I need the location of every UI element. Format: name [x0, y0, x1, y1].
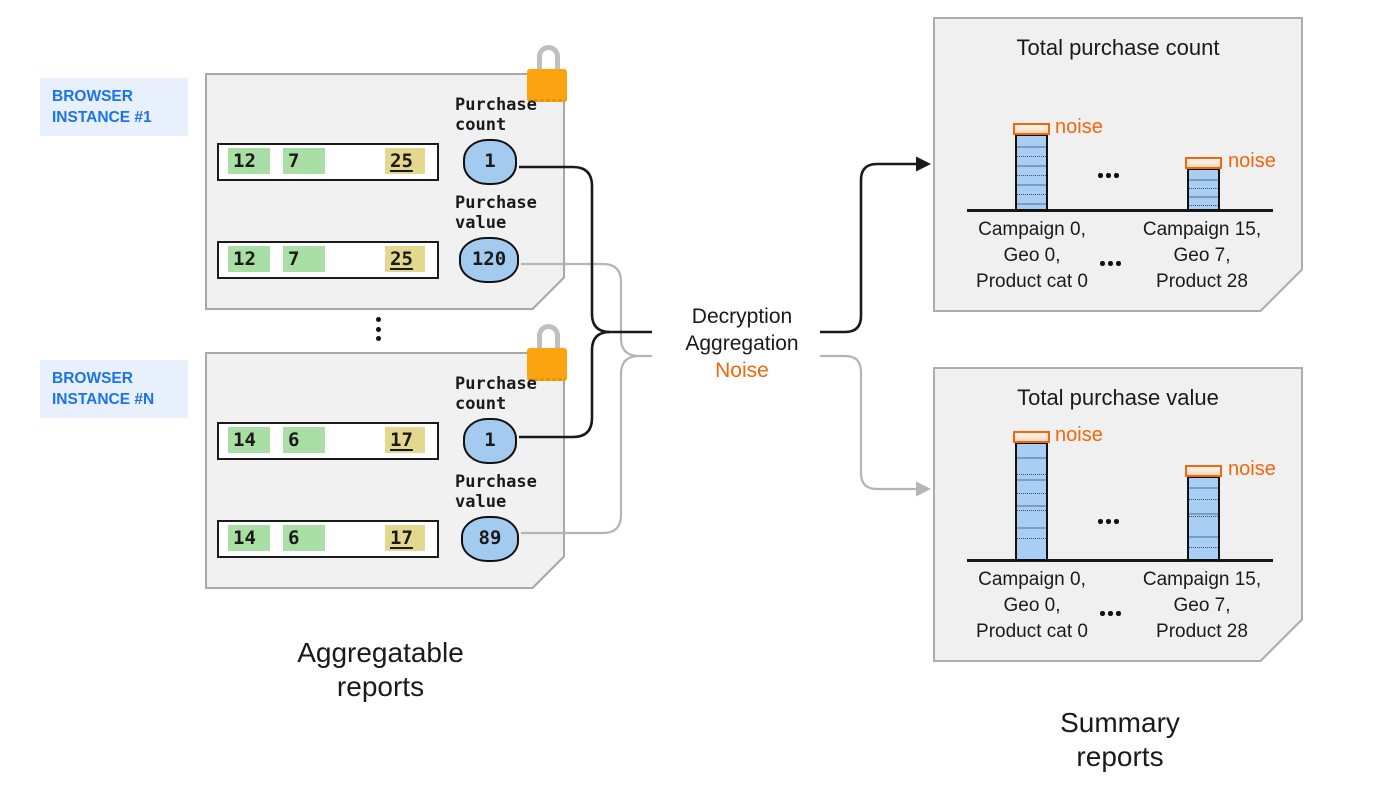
category-label: Campaign 0, Geo 0, Product cat 0 — [976, 569, 1088, 642]
purchase-value-value: 120 — [459, 237, 519, 283]
noise-annotation: noise — [1055, 424, 1103, 446]
bucket-cell-highlight: 25 — [385, 246, 425, 272]
step-noise: Noise — [715, 359, 769, 382]
summary-reports-caption: Summary reports — [1060, 707, 1180, 772]
padlock-shackle — [537, 324, 560, 351]
noise-annotation: noise — [1228, 458, 1276, 480]
purchase-count-label: Purchase count — [455, 95, 537, 135]
bucket-cell-highlight: 25 — [385, 148, 425, 174]
ellipsis-vertical-icon — [376, 317, 381, 341]
purchase-value-value: 89 — [461, 516, 519, 562]
browser-instance-1-label: BROWSER INSTANCE #1 — [40, 78, 188, 136]
purchase-count-label: Purchase count — [455, 374, 537, 414]
ellipsis-horizontal-icon — [1100, 261, 1121, 266]
aggregatable-report-box-1: Purchase count 12 7 25 1 Purchase value … — [205, 45, 567, 310]
aggregatable-report-box-n: Purchase count 14 6 17 1 Purchase value … — [205, 324, 567, 589]
bucket-cell: 6 — [283, 427, 325, 453]
bucket-cell: 14 — [228, 427, 270, 453]
bucket-cell: 6 — [283, 525, 325, 551]
bucket-cell-highlight: 17 — [385, 525, 425, 551]
histogram-row: 12 7 25 — [217, 241, 439, 279]
histogram-row: 14 6 17 — [217, 520, 439, 558]
bar-campaign-15 — [1187, 168, 1220, 211]
histogram-row: 12 7 25 — [217, 143, 439, 181]
category-label: Campaign 15, Geo 7, Product 28 — [1142, 219, 1262, 292]
noise-cap — [1185, 157, 1222, 169]
bucket-cell-highlight: 17 — [385, 427, 425, 453]
noise-cap — [1013, 123, 1050, 135]
bar-campaign-0 — [1015, 134, 1048, 211]
padlock-icon — [527, 45, 571, 109]
x-axis — [967, 559, 1273, 562]
ellipsis-horizontal-icon — [1098, 519, 1119, 524]
category-label: Campaign 0, Geo 0, Product cat 0 — [976, 219, 1088, 292]
process-steps: Decryption Aggregation Noise — [658, 303, 826, 384]
bucket-cell: 7 — [283, 148, 325, 174]
summary-report-count-box: Total purchase count noise noise Campaig… — [933, 17, 1303, 312]
noise-annotation: noise — [1055, 116, 1103, 138]
browser-instance-n-label: BROWSER INSTANCE #N — [40, 360, 188, 418]
step-decryption: Decryption — [691, 305, 793, 328]
histogram-row: 14 6 17 — [217, 422, 439, 460]
category-label: Campaign 15, Geo 7, Product 28 — [1142, 569, 1262, 642]
bucket-cell: 12 — [228, 148, 270, 174]
gray-arrowhead-icon — [916, 481, 931, 497]
noise-annotation: noise — [1228, 150, 1276, 172]
black-arrowhead-icon — [916, 156, 931, 172]
noise-cap — [1185, 465, 1222, 477]
padlock-body — [527, 69, 567, 102]
bar-campaign-15 — [1187, 476, 1220, 561]
noise-cap — [1013, 431, 1050, 443]
padlock-shackle — [537, 45, 560, 72]
chart-title: Total purchase value — [1017, 385, 1219, 410]
purchase-count-value: 1 — [463, 139, 517, 185]
step-aggregation: Aggregation — [685, 332, 799, 355]
purchase-count-value: 1 — [463, 418, 517, 464]
bar-campaign-0 — [1015, 442, 1048, 561]
purchase-value-label: Purchase value — [455, 472, 537, 512]
ellipsis-horizontal-icon — [1098, 173, 1119, 178]
bucket-cell: 12 — [228, 246, 270, 272]
summary-report-value-box: Total purchase value noise noise Campaig… — [933, 367, 1303, 662]
ellipsis-horizontal-icon — [1100, 611, 1121, 616]
x-axis — [967, 209, 1273, 212]
bucket-cell: 14 — [228, 525, 270, 551]
aggregatable-reports-caption: Aggregatable reports — [297, 637, 464, 702]
bucket-cell: 7 — [283, 246, 325, 272]
purchase-value-label: Purchase value — [455, 193, 537, 233]
chart-title: Total purchase count — [1016, 35, 1220, 60]
